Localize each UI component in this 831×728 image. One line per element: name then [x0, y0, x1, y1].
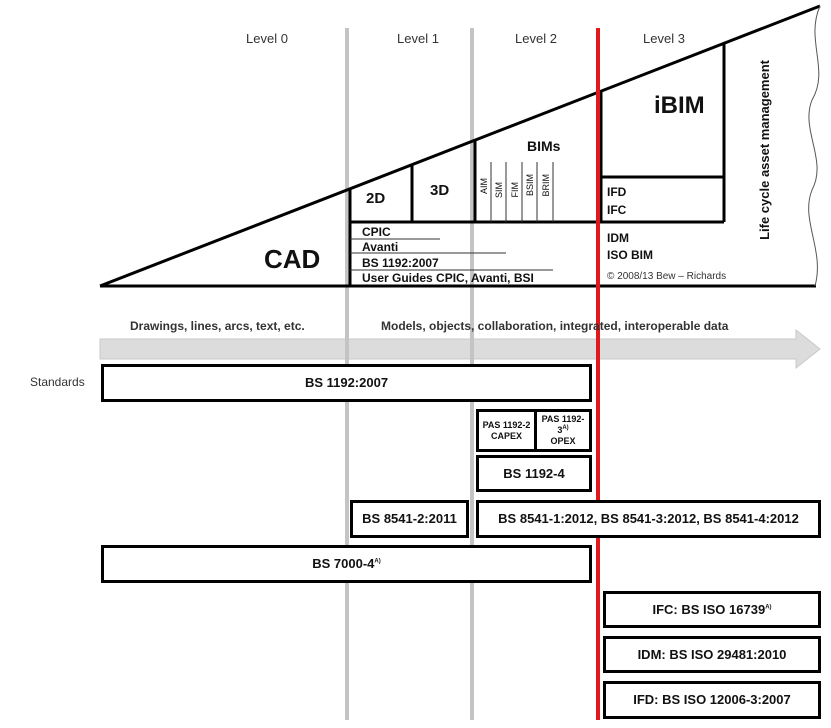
arrow-left-text: Drawings, lines, arcs, text, etc.	[130, 319, 305, 333]
ifc-label: IFC	[607, 203, 627, 217]
copyright-text: © 2008/13 Bew – Richards	[607, 271, 727, 282]
bims-item-aim: AIM	[479, 178, 489, 195]
level-0-label: Level 0	[246, 31, 288, 46]
list-item-bs1192: BS 1192:2007	[362, 256, 439, 270]
footnote-mark: A)	[374, 558, 381, 565]
ibim-label: iBIM	[654, 92, 705, 119]
standard-bs1192-4: BS 1192-4	[476, 455, 592, 492]
standard-text: BS 8541-2:2011	[362, 511, 457, 527]
standard-text: IFD: BS ISO 12006-3:2007	[633, 692, 791, 708]
standard-bs8541-1-3-4: BS 8541-1:2012, BS 8541-3:2012, BS 8541-…	[476, 500, 821, 538]
arrow-right-text: Models, objects, collaboration, integrat…	[381, 319, 729, 333]
cad-label: CAD	[264, 244, 321, 274]
level-2-label: Level 2	[515, 31, 557, 46]
standard-ifd: IFD: BS ISO 12006-3:2007	[603, 681, 821, 719]
bims-item-sim: SIM	[494, 182, 504, 199]
triangle-wavy-edge	[808, 5, 821, 287]
standard-pas1192-3: PAS 1192-3A) OPEX	[534, 409, 592, 452]
standard-bs8541-2: BS 8541-2:2011	[350, 500, 469, 538]
standard-text: BS 1192:2007	[304, 375, 389, 391]
ifd-label: IFD	[607, 185, 627, 199]
progress-arrow	[99, 328, 821, 370]
standard-bs1192-2007: BS 1192:2007	[101, 364, 592, 402]
standard-text: PAS 1192-3	[541, 414, 585, 436]
3d-label: 3D	[430, 182, 450, 199]
triangle-slope	[99, 4, 821, 288]
standard-bs7000-4: BS 7000-4A)	[101, 545, 592, 583]
bims-item-brim: BRIM	[541, 174, 551, 197]
standard-idm: IDM: BS ISO 29481:2010	[603, 636, 821, 673]
footnote-mark: A)	[765, 604, 772, 611]
standard-text: PAS 1192-2	[482, 419, 531, 430]
idm-label: IDM	[607, 231, 629, 245]
standard-text: BS 1192-4	[503, 465, 565, 481]
standard-subtext: OPEX	[550, 435, 576, 446]
bims-label: BIMs	[527, 138, 561, 154]
list-item-cpic: CPIC	[362, 225, 391, 239]
level-3-label: Level 3	[643, 31, 685, 46]
level-1-label: Level 1	[397, 31, 439, 46]
list-item-user-guides: User Guides CPIC, Avanti, BSI	[362, 271, 534, 285]
2d-label: 2D	[366, 190, 386, 207]
footnote-mark: A)	[562, 425, 569, 432]
standard-text: BS 8541-1:2012, BS 8541-3:2012, BS 8541-…	[498, 511, 799, 527]
standard-ifc: IFC: BS ISO 16739A)	[603, 591, 821, 628]
iso-bim-label: ISO BIM	[607, 248, 654, 262]
list-item-avanti: Avanti	[362, 240, 399, 254]
lifecycle-label: Life cycle asset management	[757, 60, 772, 240]
bims-item-bsim: BSIM	[525, 174, 535, 197]
standard-subtext: CAPEX	[490, 430, 522, 441]
standard-text: IDM: BS ISO 29481:2010	[637, 646, 787, 662]
bims-item-fim: FIM	[510, 182, 520, 198]
standards-label: Standards	[30, 375, 85, 389]
standard-text: BS 7000-4	[312, 556, 375, 572]
standard-text: IFC: BS ISO 16739	[652, 601, 766, 617]
